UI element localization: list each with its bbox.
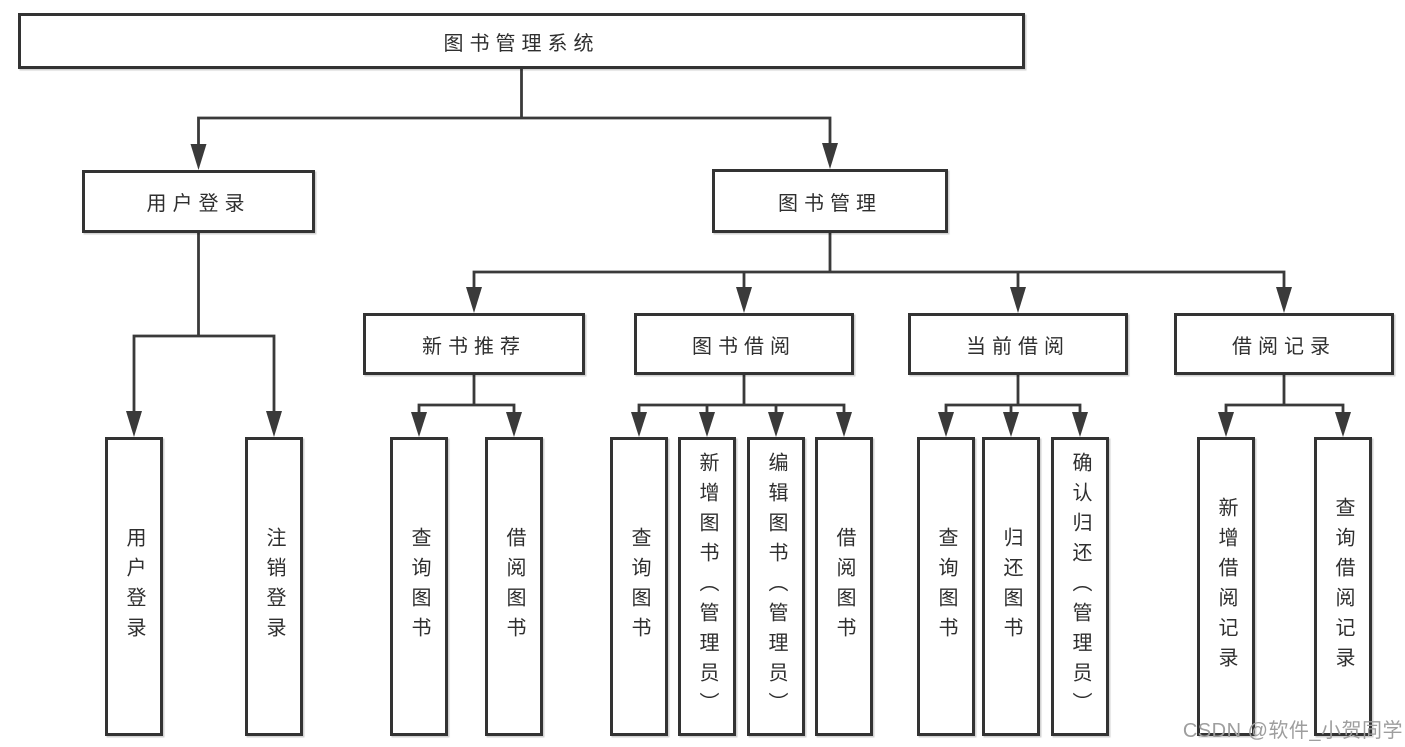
- leaf-label: 确认归还（管理员）: [1069, 451, 1091, 722]
- leaf-label: 注销登录: [263, 526, 285, 647]
- leaf-borrowing-add-books-admin: 新增图书（管理员）: [678, 437, 736, 736]
- leaf-records-add-record: 新增借阅记录: [1197, 437, 1255, 736]
- connector-root-split: [197, 69, 832, 146]
- arrowhead-down-icon: [631, 412, 647, 437]
- node-label: 图书借阅: [692, 335, 796, 358]
- arrowhead-down-icon: [126, 411, 142, 437]
- leaf-label: 借阅图书: [833, 526, 855, 647]
- arrowhead-down-icon: [1276, 287, 1292, 313]
- arrowhead-down-icon: [699, 412, 715, 437]
- leaf-current-return-books: 归还图书: [982, 437, 1040, 736]
- leaf-label: 新增图书（管理员）: [696, 451, 718, 722]
- arrowhead-down-icon: [1335, 412, 1351, 437]
- leaf-label: 编辑图书（管理员）: [765, 451, 787, 722]
- node-label: 图书管理: [778, 192, 882, 215]
- leaf-label: 用户登录: [123, 526, 145, 647]
- connector-book-borrow-split: [637, 375, 846, 414]
- connector-user-login-split: [132, 233, 276, 413]
- leaf-borrowing-edit-books-admin: 编辑图书（管理员）: [747, 437, 805, 736]
- arrowhead-down-icon: [190, 144, 207, 170]
- leaf-current-query-books: 查询图书: [917, 437, 975, 736]
- leaf-recommend-query-books: 查询图书: [390, 437, 448, 736]
- node-label: 图书管理系统: [443, 32, 600, 55]
- leaf-current-confirm-return-admin: 确认归还（管理员）: [1051, 437, 1109, 736]
- connector-borrow-record-split: [1224, 375, 1345, 414]
- leaf-label: 查询借阅记录: [1332, 496, 1354, 677]
- connector-current-borrow-split: [944, 375, 1082, 414]
- node-label: 当前借阅: [966, 335, 1070, 358]
- leaf-label: 借阅图书: [503, 526, 525, 647]
- leaf-label: 查询图书: [628, 526, 650, 647]
- node-library-management-system: 图书管理系统: [18, 13, 1025, 69]
- node-user-login: 用户登录: [82, 170, 315, 233]
- connector-new-book-split: [417, 375, 516, 414]
- arrowhead-down-icon: [836, 412, 852, 437]
- arrowhead-down-icon: [506, 412, 522, 437]
- arrowhead-down-icon: [938, 412, 954, 437]
- arrowhead-down-icon: [1218, 412, 1234, 437]
- arrowhead-down-icon: [1072, 412, 1088, 437]
- arrowhead-down-icon: [736, 287, 752, 313]
- arrowhead-down-icon: [1003, 412, 1019, 437]
- arrowhead-down-icon: [768, 412, 784, 437]
- leaf-recommend-borrow-books: 借阅图书: [485, 437, 543, 736]
- arrowhead-down-icon: [266, 411, 282, 437]
- node-book-borrowing: 图书借阅: [634, 313, 854, 375]
- watermark: CSDN @软件_小贺同学: [1182, 720, 1403, 742]
- node-label: 新书推荐: [422, 335, 526, 358]
- arrowhead-down-icon: [411, 412, 427, 437]
- node-current-borrowing: 当前借阅: [908, 313, 1128, 375]
- leaf-borrowing-borrow-books: 借阅图书: [815, 437, 873, 736]
- leaf-label: 查询图书: [408, 526, 430, 647]
- leaf-logout: 注销登录: [245, 437, 303, 736]
- node-label: 借阅记录: [1232, 335, 1336, 358]
- leaf-label: 新增借阅记录: [1215, 496, 1237, 677]
- leaf-records-query-record: 查询借阅记录: [1314, 437, 1372, 736]
- leaf-label: 归还图书: [1000, 526, 1022, 647]
- arrowhead-down-icon: [466, 287, 482, 313]
- node-book-management: 图书管理: [712, 169, 948, 233]
- node-label: 用户登录: [146, 193, 251, 215]
- connector-book-mgmt-split: [472, 233, 1286, 290]
- arrowhead-down-icon: [1010, 287, 1026, 313]
- node-new-book-recommendation: 新书推荐: [363, 313, 585, 375]
- leaf-label: 查询图书: [935, 526, 957, 647]
- arrowhead-down-icon: [822, 143, 838, 169]
- leaf-borrowing-query-books: 查询图书: [610, 437, 668, 736]
- node-borrowing-records: 借阅记录: [1174, 313, 1394, 375]
- leaf-user-login: 用户登录: [105, 437, 163, 736]
